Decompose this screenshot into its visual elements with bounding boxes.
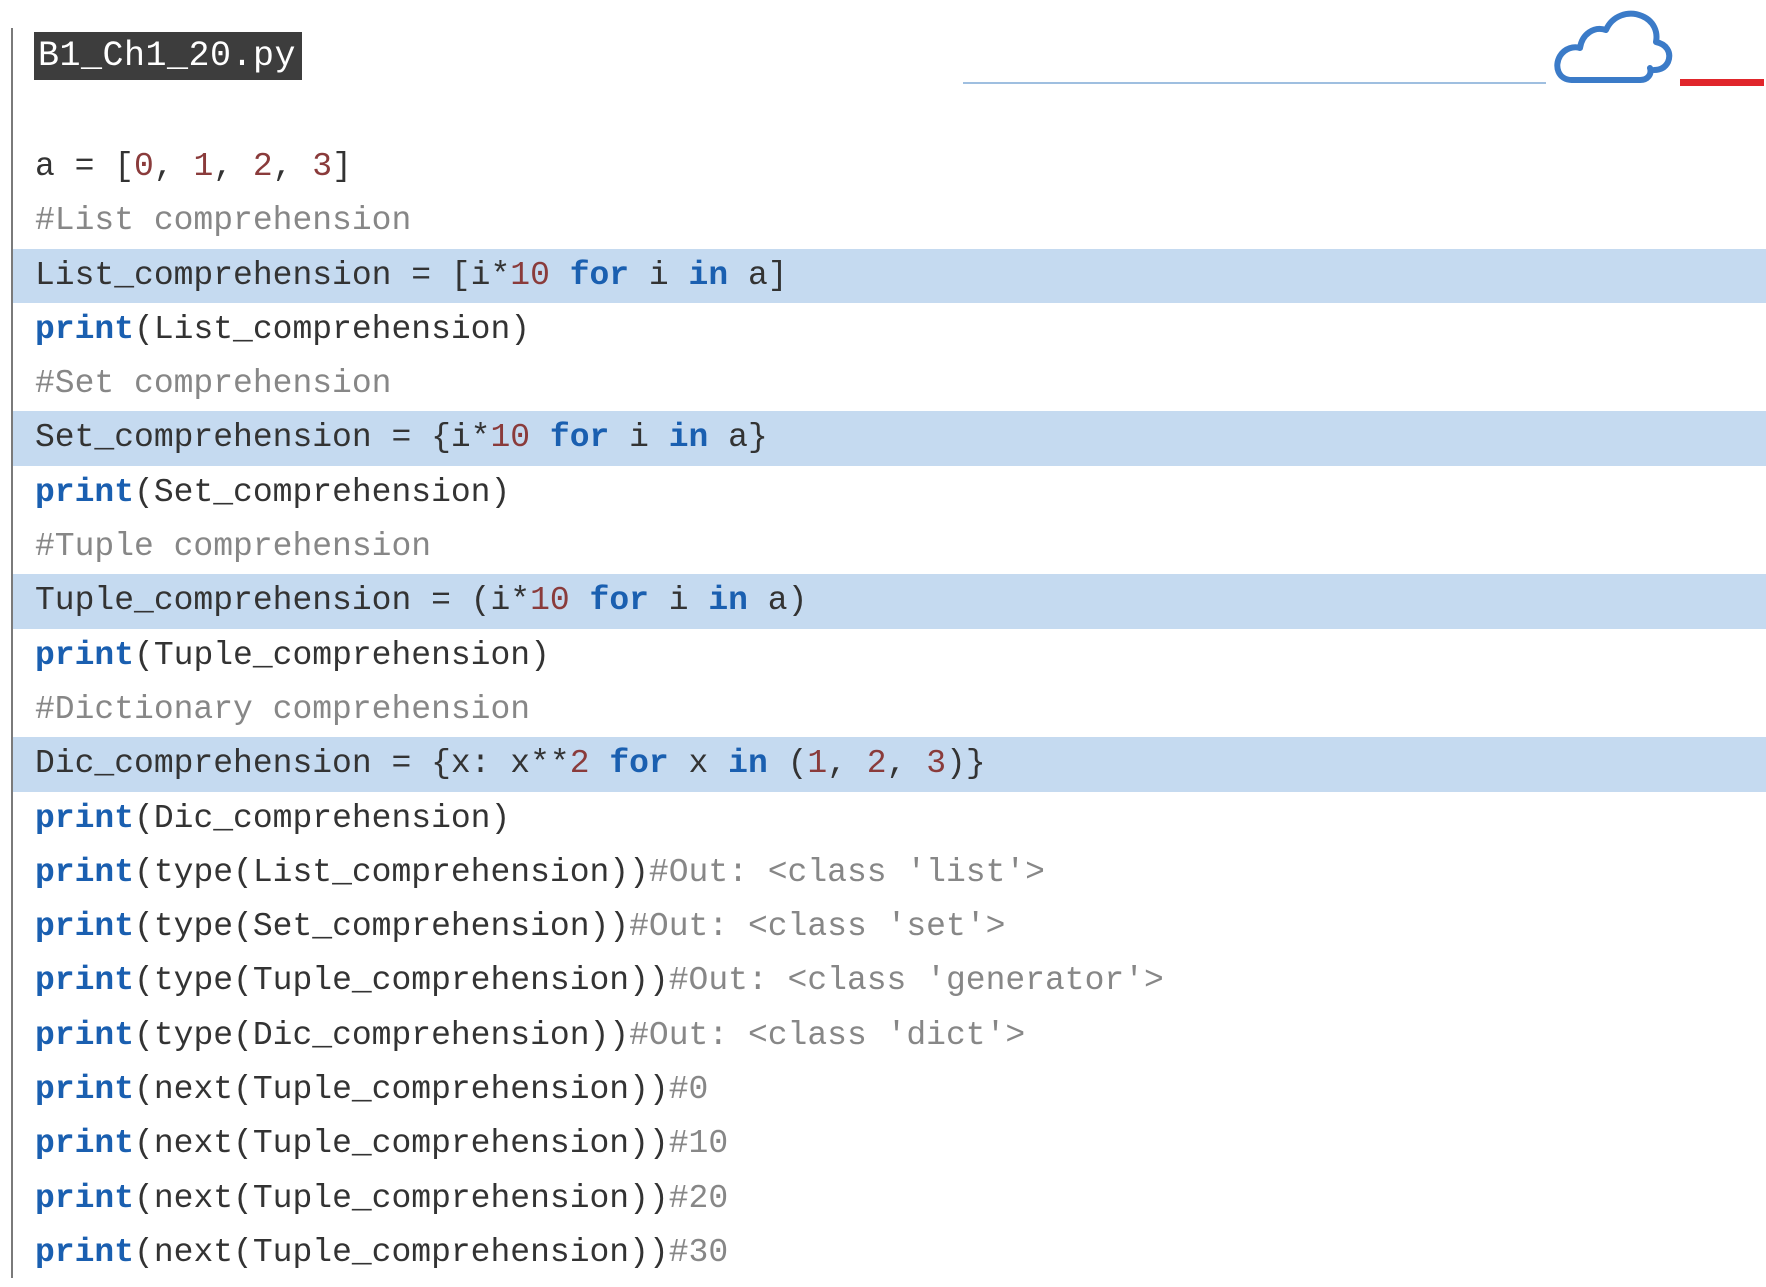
code-comment: #Dictionary comprehension [35, 690, 531, 728]
code-line: print(type(Dic_comprehension))#Out: <cla… [35, 1016, 1026, 1054]
code-line-highlighted: List_comprehension = [i*10 for i in a] [13, 248, 1766, 303]
code-line: print(Dic_comprehension) [35, 799, 511, 837]
left-margin-rule [11, 28, 13, 1278]
code-line: print(type(Tuple_comprehension))#Out: <c… [35, 962, 1164, 1000]
code-line: print(List_comprehension) [35, 310, 531, 348]
code-line: print(next(Tuple_comprehension))#20 [35, 1179, 729, 1217]
code-block: a = [0, 1, 2, 3] #List comprehension Lis… [13, 140, 1766, 1280]
file-name-label: B1_Ch1_20.py [34, 32, 303, 80]
code-line-highlighted: Tuple_comprehension = (i*10 for i in a) [13, 574, 1766, 629]
code-line: a = [0, 1, 2, 3] [35, 148, 352, 185]
code-line: print(Set_comprehension) [35, 473, 511, 511]
code-line: print(type(Set_comprehension))#Out: <cla… [35, 908, 1006, 946]
code-line: print(next(Tuple_comprehension))#0 [35, 1071, 709, 1109]
code-line: print(type(List_comprehension))#Out: <cl… [35, 853, 1045, 891]
code-line-highlighted: Dic_comprehension = {x: x**2 for x in (1… [13, 737, 1766, 792]
code-comment: #Set comprehension [35, 365, 392, 403]
code-line: print(next(Tuple_comprehension))#10 [35, 1125, 729, 1163]
code-comment: #List comprehension [35, 202, 412, 240]
code-line: print(next(Tuple_comprehension))#30 [35, 1233, 729, 1271]
header-divider [963, 82, 1546, 84]
accent-red-bar [1680, 79, 1764, 86]
code-line-highlighted: Set_comprehension = {i*10 for i in a} [13, 411, 1766, 466]
code-line: print(Tuple_comprehension) [35, 636, 550, 674]
code-comment: #Tuple comprehension [35, 528, 432, 566]
cloud-icon [1554, 10, 1673, 83]
